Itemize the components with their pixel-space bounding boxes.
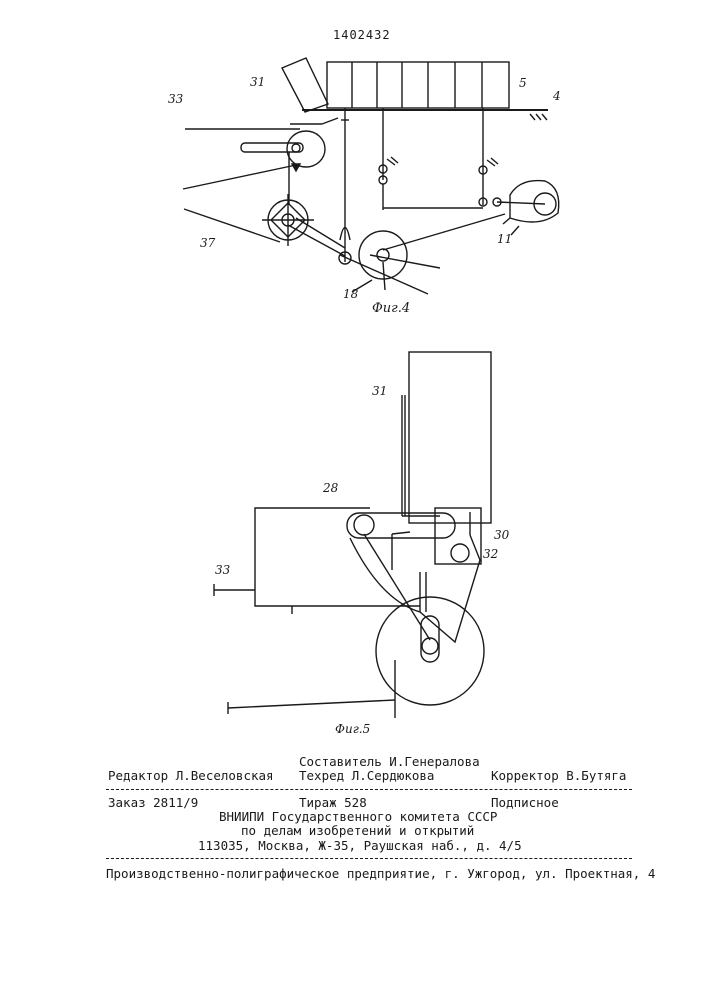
fig5-label-30: 30 xyxy=(494,528,509,542)
compiler-line: Составитель И.Генералова xyxy=(299,754,480,769)
divider-top xyxy=(106,789,632,790)
fig5-label-32: 32 xyxy=(483,547,498,561)
org-line-2: по делам изобретений и открытий xyxy=(241,823,474,838)
fig5-label-31: 31 xyxy=(372,384,387,398)
subscription-line: Подписное xyxy=(491,795,559,810)
org-line-1: ВНИИПИ Государственного комитета СССР xyxy=(219,809,497,824)
fig5-caption: Фиг.5 xyxy=(335,722,370,736)
corrector-line: Корректор В.Бутяга xyxy=(491,768,626,783)
techred-line: Техред Л.Сердюкова xyxy=(299,768,434,783)
org-line-3: 113035, Москва, Ж-35, Раушская наб., д. … xyxy=(198,838,522,853)
circulation-line: Тираж 528 xyxy=(299,795,367,810)
figure-5-drawing xyxy=(0,0,707,730)
order-line: Заказ 2811/9 xyxy=(108,795,198,810)
editor-line: Редактор Л.Веселовская xyxy=(108,768,274,783)
fig5-label-28: 28 xyxy=(323,481,338,495)
divider-bottom xyxy=(106,858,632,859)
printer-line: Производственно-полиграфическое предприя… xyxy=(106,866,655,881)
fig5-label-33: 33 xyxy=(215,563,230,577)
